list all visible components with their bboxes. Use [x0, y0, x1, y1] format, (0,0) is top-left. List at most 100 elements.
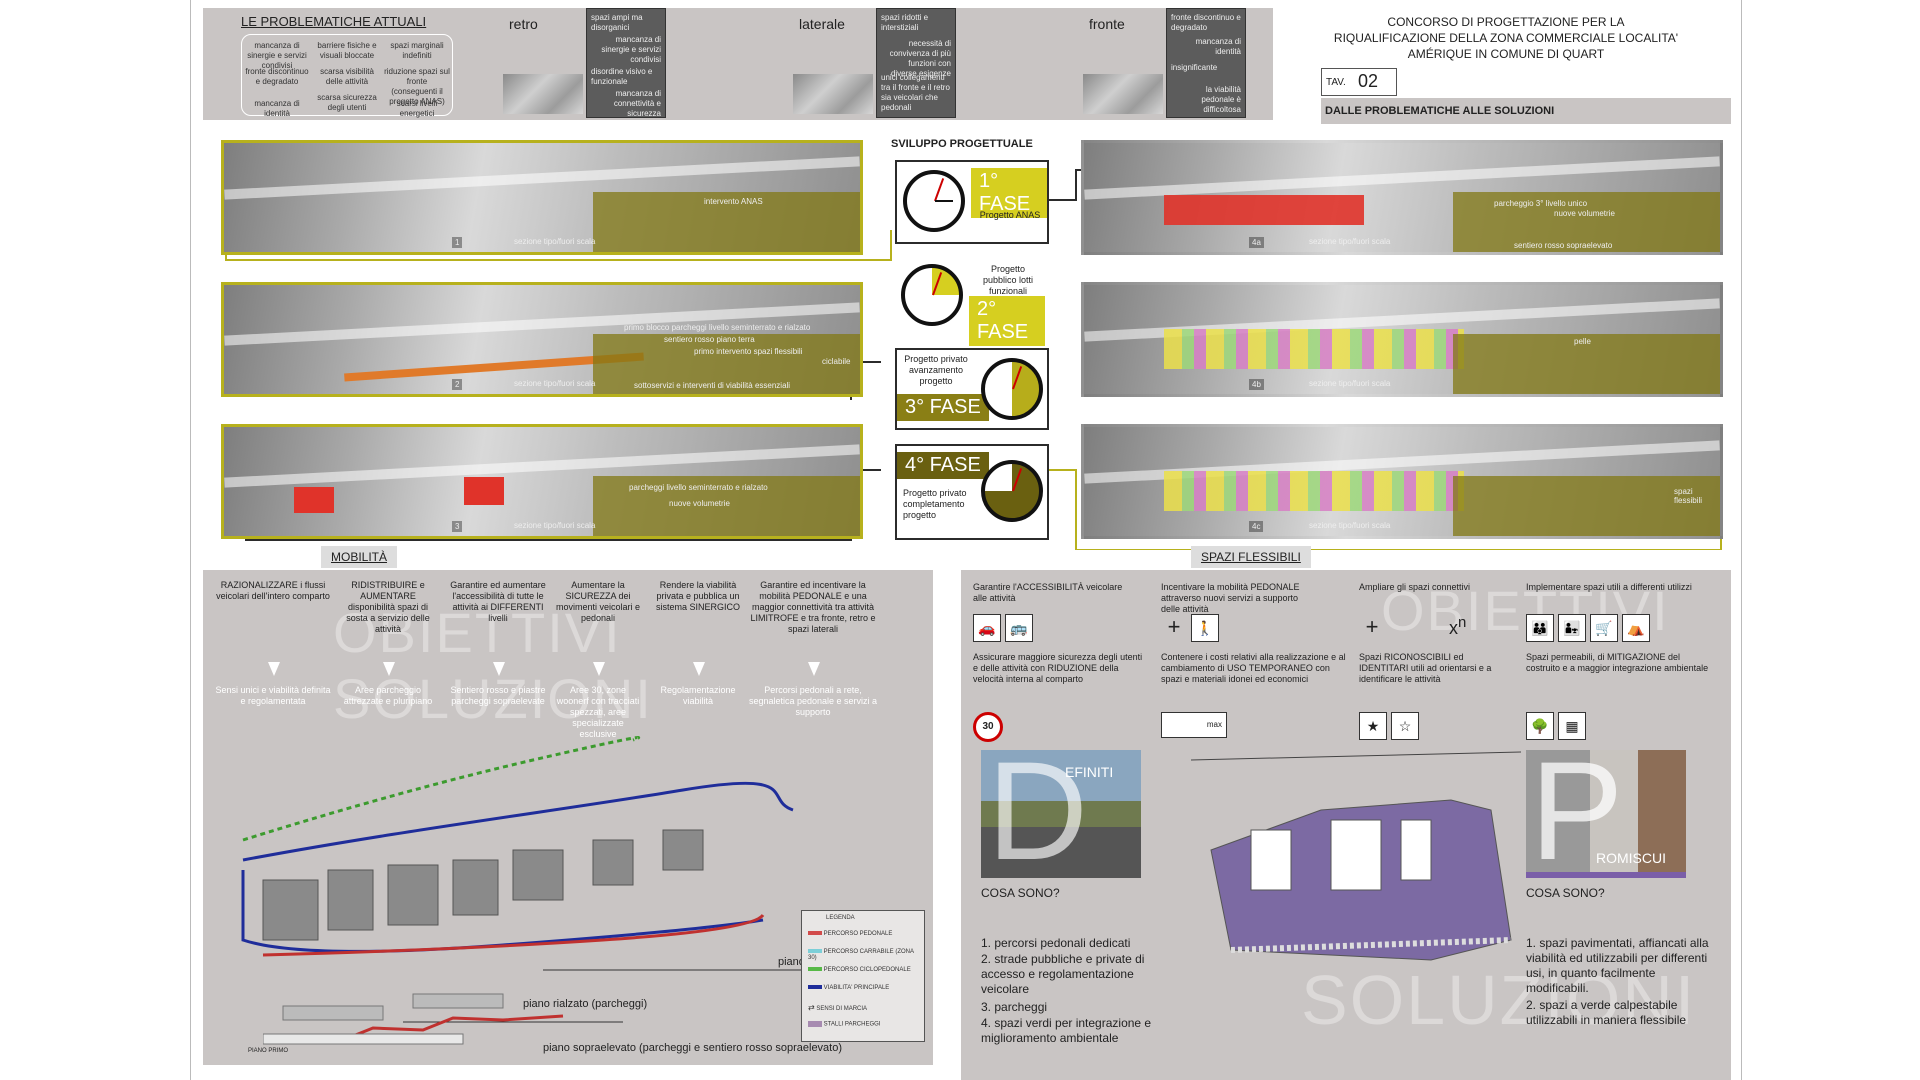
- aerial-number: 1: [452, 237, 463, 248]
- fase-1: 1° FASE Progetto ANAS: [895, 160, 1049, 244]
- speed-limit-icon: 30: [973, 712, 1003, 742]
- aerial-4b: pelle 4b sezione tipo/fuori scala: [1081, 282, 1723, 397]
- plus-icon: +: [1365, 614, 1379, 639]
- spazi-obiettivo: Implementare spazi utili a differenti ut…: [1526, 582, 1692, 592]
- fronte-note: insignificante: [1171, 63, 1218, 72]
- watermark: SOLUZIONI: [333, 667, 653, 730]
- definiti-word: EFINITI: [1065, 764, 1114, 780]
- problem-item: scarsa visibilità delle attività: [320, 67, 374, 86]
- fase-label: 3° FASE: [897, 394, 989, 421]
- legend-item: PERCORSO CARRABILE (ZONA 30): [808, 949, 914, 961]
- sopraelevato-plan: [263, 1014, 564, 1045]
- mobilita-obiettivo: Aumentare la SICUREZZA dei movimenti vei…: [555, 580, 641, 623]
- definiti-item: 1. percorsi pedonali dedicati: [981, 936, 1131, 950]
- sviluppo-title: SVILUPPO PROGETTUALE: [891, 138, 1033, 150]
- retro-panel: retro spazi ampi ma disorganici mancanza…: [501, 8, 666, 118]
- laterale-notes: spazi ridotti e interstiziali necessità …: [876, 8, 956, 118]
- fase-2: Progetto pubblico lotti funzionali 2° FA…: [895, 258, 1045, 346]
- aerial-note: sentiero rosso sopraelevato: [1514, 241, 1613, 250]
- aerial-note: parcheggio 3° livello unico: [1494, 199, 1588, 208]
- subtitle-bar: DALLE PROBLEMATICHE ALLE SOLUZIONI: [1321, 98, 1731, 124]
- market-icon: 🛒: [1590, 614, 1618, 642]
- building: [592, 839, 634, 886]
- fase-label: 4° FASE: [897, 452, 989, 479]
- mobilita-plan: [241, 736, 903, 1023]
- fase-4: 4° FASE Progetto privato completamento p…: [895, 444, 1049, 540]
- aerial-4c: spazi flessibili 4c sezione tipo/fuori s…: [1081, 424, 1723, 539]
- spazi-title: SPAZI FLESSIBILI: [1191, 546, 1311, 568]
- mobilita-soluzione: Aree parcheggio attrezzate e pluripiano: [343, 685, 433, 706]
- family-icon: 👨‍👧: [1558, 614, 1586, 642]
- spazi-obiettivo: Garantire l'ACCESSIBILITÀ veicolare alle…: [973, 582, 1123, 603]
- mobilita-obiettivo: Rendere la viabilità privata e pubblica …: [655, 580, 740, 612]
- laterale-panel: laterale spazi ridotti e interstiziali n…: [791, 8, 956, 118]
- retro-notes: spazi ampi ma disorganici mancanza di si…: [586, 8, 666, 118]
- spazi-soluzione: Spazi RICONOSCIBILI ed IDENTITARI utili …: [1359, 652, 1492, 684]
- aerial-note: sentiero rosso piano terra: [664, 335, 755, 344]
- legend-item: PERCORSO PEDONALE: [808, 931, 892, 937]
- plan-building: [1400, 819, 1432, 881]
- aerial-number: 2: [452, 379, 463, 390]
- tent-icon: ⛺: [1622, 614, 1650, 642]
- star-icon: ★: [1359, 712, 1387, 740]
- problem-item: mancanza di sinergie e servizi condivisi: [247, 41, 307, 70]
- fase-label: 1° FASE: [971, 168, 1047, 218]
- promiscui-image: P ROMISCUI: [1526, 750, 1686, 878]
- definiti-item: 3. parcheggi: [981, 1000, 1048, 1014]
- plan-building: [1330, 819, 1382, 891]
- retro-photo: [503, 74, 583, 114]
- star-icon: ☆: [1391, 712, 1419, 740]
- mobilita-title: MOBILITÀ: [321, 546, 398, 568]
- piano-primo-label: PIANO PRIMO: [248, 1048, 289, 1054]
- arrow-down-icon: [268, 662, 280, 676]
- bus-icon: 🚌: [1005, 614, 1033, 642]
- board: LE PROBLEMATICHE ATTUALI mancanza di sin…: [190, 0, 1742, 1080]
- arrow-down-icon: [493, 662, 505, 676]
- aerial-2: primo blocco parcheggi livello seminterr…: [221, 282, 863, 397]
- spazi-soluzione: Contenere i costi relativi alla realizza…: [1161, 652, 1346, 684]
- clock-icon: [903, 170, 965, 232]
- aerial-section: sezione tipo/fuori scala: [1309, 379, 1391, 388]
- definiti-item: 2. strade pubbliche e private di accesso…: [981, 952, 1145, 996]
- definiti-item: 4. spazi verdi per integrazione e miglio…: [981, 1016, 1152, 1045]
- spazi-obiettivo: Incentivare la mobilità PEDONALE attrave…: [1161, 582, 1300, 614]
- blue-road: [241, 870, 764, 953]
- clock-icon: [981, 358, 1043, 420]
- tav-box: TAV. 02: [1321, 68, 1397, 96]
- solar-icon: ▦: [1558, 712, 1586, 740]
- retro-title: retro: [509, 16, 538, 32]
- arrow-down-icon: [383, 662, 395, 676]
- aerial-number: 4a: [1249, 237, 1264, 248]
- clock-icon: [901, 264, 963, 326]
- aerial-note: parcheggi livello seminterrato e rialzat…: [629, 483, 768, 492]
- car-icon: 🚗: [973, 614, 1001, 642]
- mobilita-obiettivo: RIDISTRIBUIRE e AUMENTARE disponibilità …: [346, 580, 430, 634]
- legend-item: ⇄ SENSI DI MARCIA: [808, 1003, 868, 1012]
- plan-building: [1250, 829, 1292, 891]
- retro-note: disordine visivo e funzionale: [591, 67, 653, 86]
- arrows-icon: ⇄: [808, 1003, 815, 1012]
- aerial-number: 4c: [1249, 521, 1264, 532]
- problems-title: LE PROBLEMATICHE ATTUALI: [241, 14, 427, 29]
- promiscui-word: ROMISCUI: [1596, 850, 1666, 866]
- tree-icon: 🌳: [1526, 712, 1554, 740]
- building: [387, 864, 439, 926]
- problem-item: riduzione spazi sul fronte (conseguenti …: [384, 67, 450, 106]
- blue-road: [242, 781, 794, 862]
- pedestrian-icon: 🚶: [1191, 614, 1219, 642]
- problem-item: scarsi livelli energetici: [396, 99, 438, 118]
- aerial-note: intervento ANAS: [704, 197, 763, 206]
- piano-sopraelevato-label: piano sopraelevato (parcheggi e sentiero…: [543, 1042, 843, 1054]
- mobilita-obiettivo: RAZIONALIZZARE i flussi veicolari dell'i…: [216, 580, 330, 601]
- laterale-note: spazi ridotti e interstiziali: [881, 13, 929, 32]
- mobilita-obiettivo: Garantire ed aumentare l'accessibilità d…: [450, 580, 546, 623]
- fase-sub: Progetto pubblico lotti funzionali: [982, 264, 1034, 296]
- fronte-note: mancanza di identità: [1195, 37, 1241, 56]
- promiscui-question: COSA SONO?: [1526, 886, 1605, 900]
- spazi-soluzione: Assicurare maggiore sicurezza degli uten…: [973, 652, 1143, 684]
- piano-rialzato-label: piano rialzato (parcheggi): [523, 998, 648, 1010]
- promiscui-letter: P: [1530, 750, 1624, 878]
- tav-label: TAV.: [1326, 77, 1346, 88]
- aerial-section: sezione tipo/fuori scala: [514, 379, 596, 388]
- legend-item: PERCORSO CICLOPEDONALE: [808, 967, 911, 973]
